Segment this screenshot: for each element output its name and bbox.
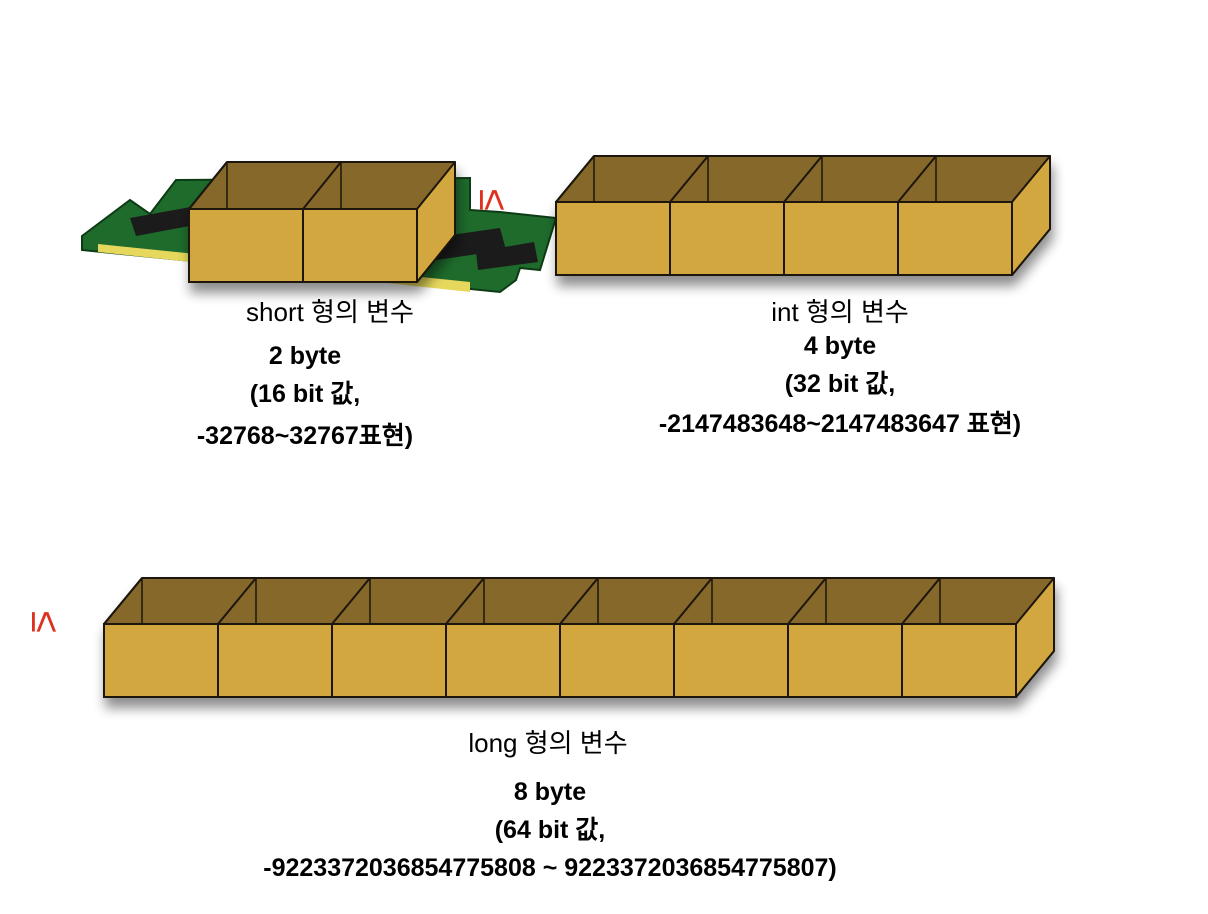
long-bits: (64 bit 값, [494, 816, 606, 844]
long-byte-box [901, 623, 1017, 698]
less-equal-symbol-short-int: ≤ [470, 189, 515, 211]
int-size: 4 byte [803, 332, 877, 360]
long-byte-box [217, 623, 333, 698]
less-equal-symbol-int-long: ≤ [22, 611, 67, 633]
int-caption: int 형의 변수 [771, 297, 909, 327]
int-byte-box [783, 201, 899, 276]
long-size: 8 byte [513, 778, 587, 806]
long-byte-box [559, 623, 675, 698]
int-bits: (32 bit 값, [784, 370, 896, 398]
short-byte-box [188, 208, 304, 283]
int-boxes [555, 155, 1051, 276]
long-boxes [103, 577, 1055, 698]
long-caption: long 형의 변수 [468, 728, 628, 758]
short-boxes [188, 161, 456, 283]
long-byte-box [673, 623, 789, 698]
int-byte-box [897, 201, 1013, 276]
short-byte-box [302, 208, 418, 283]
long-range: -9223372036854775808 ~ 92233720368547758… [263, 854, 837, 882]
int-byte-box [669, 201, 785, 276]
long-byte-box [445, 623, 561, 698]
int-range: -2147483648~2147483647 표현) [658, 410, 1022, 438]
long-byte-box [331, 623, 447, 698]
long-byte-box [787, 623, 903, 698]
short-range: -32768~32767표현) [196, 422, 414, 450]
short-caption: short 형의 변수 [246, 297, 414, 327]
int-byte-box [555, 201, 671, 276]
short-bits: (16 bit 값, [249, 380, 361, 408]
long-byte-box [103, 623, 219, 698]
short-size: 2 byte [268, 342, 342, 370]
